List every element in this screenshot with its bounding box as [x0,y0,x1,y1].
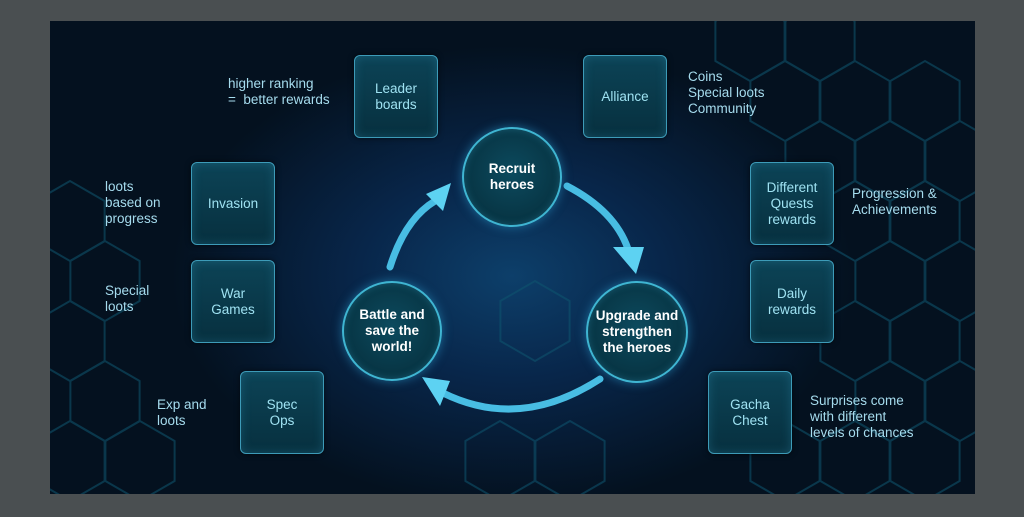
recruit-heroes-node: Recruit heroes [462,127,562,227]
hexagon-shape [889,59,961,143]
arrow-battle-to-recruit [386,197,439,271]
upgrade-heroes-label: Upgrade and strengthen the heroes [595,308,679,355]
hexagon-shape [889,299,961,383]
hexagon-shape [50,419,106,494]
gacha-note: Surprises come with different levels of … [810,393,914,440]
alliance-note: Coins Special loots Community [688,69,765,116]
quests-note: Progression & Achievements [852,186,937,217]
battle-node: Battle and save the world! [342,281,442,381]
quests-label: Different Quests rewards [766,179,818,227]
arrow-recruit-to-upgrade [563,182,632,253]
spec-ops-box: Spec Ops [240,371,324,454]
arrow-head-battle-to-recruit [426,183,451,211]
spec-ops-label: Spec Ops [266,396,298,428]
hexagon-shape [104,419,176,494]
upgrade-heroes-node: Upgrade and strengthen the heroes [586,281,688,383]
war-games-label: War Games [211,285,255,317]
recruit-heroes-label: Recruit heroes [488,161,536,192]
leaderboards-label: Leader boards [374,80,418,112]
hexagon-shape [50,299,106,383]
invasion-label: Invasion [207,195,259,211]
hexagon-shape [534,419,606,494]
spec-ops-note: Exp and loots [157,397,207,428]
war-games-box: War Games [191,260,275,343]
hexagon-shape [464,419,536,494]
hexagon-shape [924,359,975,443]
arrow-head-upgrade-to-battle [422,377,450,406]
invasion-box: Invasion [191,162,275,245]
alliance-label: Alliance [601,88,649,104]
hexagon-shape [924,239,975,323]
hexagon-background [50,21,975,494]
daily-rewards-box: Daily rewards [750,260,834,343]
hexagon-shape [69,359,141,443]
arrow-head-recruit-to-upgrade [613,247,644,274]
quests-box: Different Quests rewards [750,162,834,245]
alliance-box: Alliance [583,55,667,138]
arrow-upgrade-to-battle [439,375,604,413]
hexagon-shape [784,21,856,83]
hexagon-shape [819,59,891,143]
leaderboards-box: Leader boards [354,55,438,138]
diagram-panel: Recruit heroes Upgrade and strengthen th… [50,21,975,494]
leaderboards-note: higher ranking = better rewards [228,76,330,107]
gacha-chest-box: Gacha Chest [708,371,792,454]
hexagon-shape [50,179,106,263]
daily-rewards-label: Daily rewards [767,285,816,317]
hexagon-shape [499,279,571,363]
war-games-note: Special loots [105,283,150,314]
invasion-note: loots based on progress [105,179,161,226]
gacha-chest-label: Gacha Chest [730,396,770,428]
battle-label: Battle and save the world! [359,307,425,354]
hexagon-shape [854,239,926,323]
